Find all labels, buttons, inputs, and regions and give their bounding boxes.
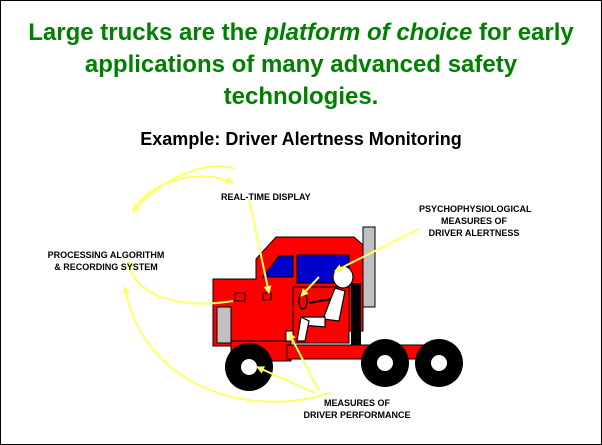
arrows [122,165,420,403]
psycho-line-2: MEASURES OF [440,216,507,226]
psycho-line-1: PSYCHOPHYSIOLOGICAL [419,204,532,214]
performance-line-2: DRIVER PERFORMANCE [303,410,411,420]
label-psychophysiological: PSYCHOPHYSIOLOGICAL MEASURES OF DRIVER A… [419,203,532,239]
title-part1: Large trucks are the [28,19,265,46]
arrow-performance-to-processing [122,286,332,403]
arrow-psycho-to-driver [334,228,420,272]
psycho-line-3: DRIVER ALERTNESS [428,228,520,238]
slide-subtitle: Example: Driver Alertness Monitoring [140,129,462,149]
driver-figure [296,265,354,342]
label-real-time-display: REAL-TIME DISPLAY [221,192,311,202]
arrow-processing-to-display [132,175,234,214]
title-part2: for early applications of many advanced … [84,19,574,110]
rear-hub-1 [377,355,393,371]
title-emphasis: platform of choice [264,19,473,46]
front-hub [241,359,257,375]
arrow-display-to-driver [300,276,320,297]
label-driver-performance: MEASURES OF DRIVER PERFORMANCE [301,397,413,421]
arrow-performance-to-tire [256,366,316,394]
headlight [234,292,246,302]
exhaust-stack [362,226,376,308]
rear-hub-2 [431,355,447,371]
grille [216,306,232,344]
performance-line-1: MEASURES OF [323,398,390,408]
dash-display [262,292,272,301]
door-opening [351,283,361,345]
processing-line-1: PROCESSING ALGORITHM [47,250,165,260]
windshield [261,255,294,278]
arrow-performance-to-steering [288,332,320,392]
slide-title: Large trucks are the platform of choice … [21,17,581,113]
arrow-truck-to-processing [125,260,234,305]
label-processing: PROCESSING ALGORITHM & RECORDING SYSTEM [47,249,165,273]
arrow-display-to-processing [132,165,236,212]
arrow-display-to-dash [248,198,272,294]
truck-illustration [212,226,463,391]
processing-line-2: & RECORDING SYSTEM [54,262,158,272]
